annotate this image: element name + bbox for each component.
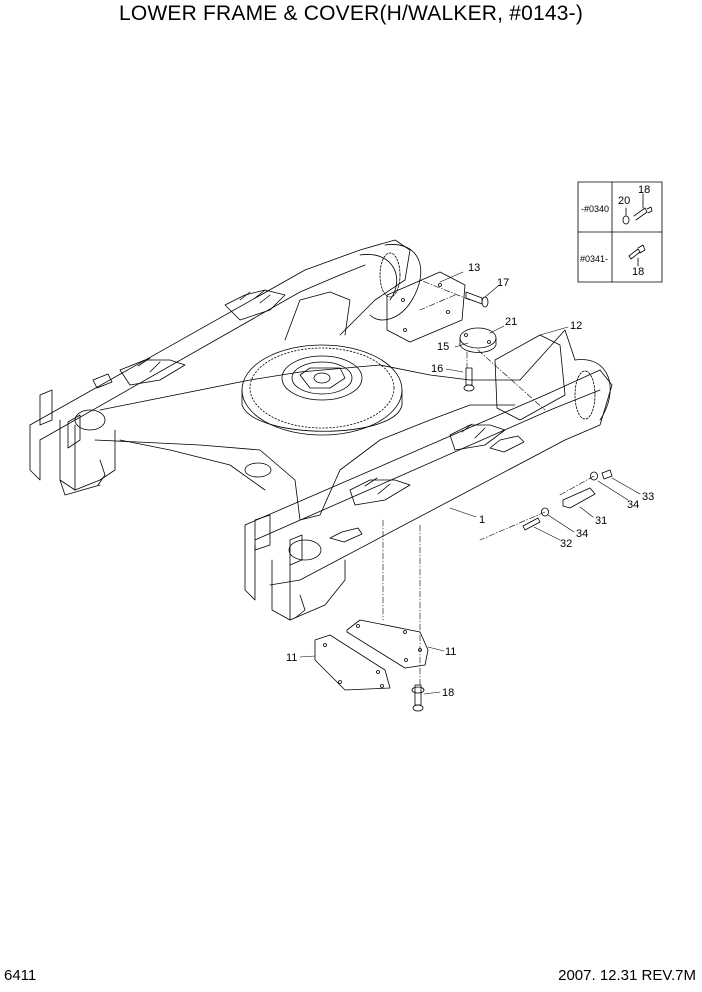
under-cover-11-left [314,634,391,691]
page-title: LOWER FRAME & COVER(H/WALKER, #0143-) [118,2,584,25]
inset-callout-20: 20 [618,195,630,207]
callout-31: 31 [595,515,607,527]
callout-17: 17 [497,277,509,289]
inset-lower-serial: #0341- [580,254,608,264]
inset-callout-18-upper: 18 [638,184,650,196]
washers-34 [541,471,598,517]
serial-variant-inset [577,181,663,283]
callout-12: 12 [570,320,582,332]
page-number: 6411 [4,967,37,984]
callout-11-left: 11 [286,652,297,664]
cover-12 [494,334,566,421]
callout-15: 15 [437,341,449,353]
revision-date: 2007. 12.31 REV.7M [558,967,696,984]
bolt-16 [463,367,475,392]
callout-18: 18 [442,687,454,699]
callout-21: 21 [505,316,517,328]
cover-13 [386,271,466,343]
callout-34-upper: 34 [627,499,639,511]
reference-lines [382,279,595,686]
leader-lines [299,271,641,695]
callout-33: 33 [642,491,654,503]
callout-32: 32 [560,538,572,550]
bolts-32-33 [522,469,613,531]
bolt-18 [411,684,425,712]
callout-16: 16 [431,363,443,375]
under-cover-11-right [346,619,429,669]
callout-13: 13 [468,262,480,274]
cover-plate-21 [459,327,497,353]
inset-upper-serial: -#0340 [581,204,609,214]
inset-callout-18-lower: 18 [632,266,644,278]
handle-31 [562,487,596,509]
callout-1: 1 [479,514,485,526]
lower-frame [29,239,613,621]
callout-34-lower: 34 [576,528,588,540]
callout-11-right: 11 [445,646,456,658]
